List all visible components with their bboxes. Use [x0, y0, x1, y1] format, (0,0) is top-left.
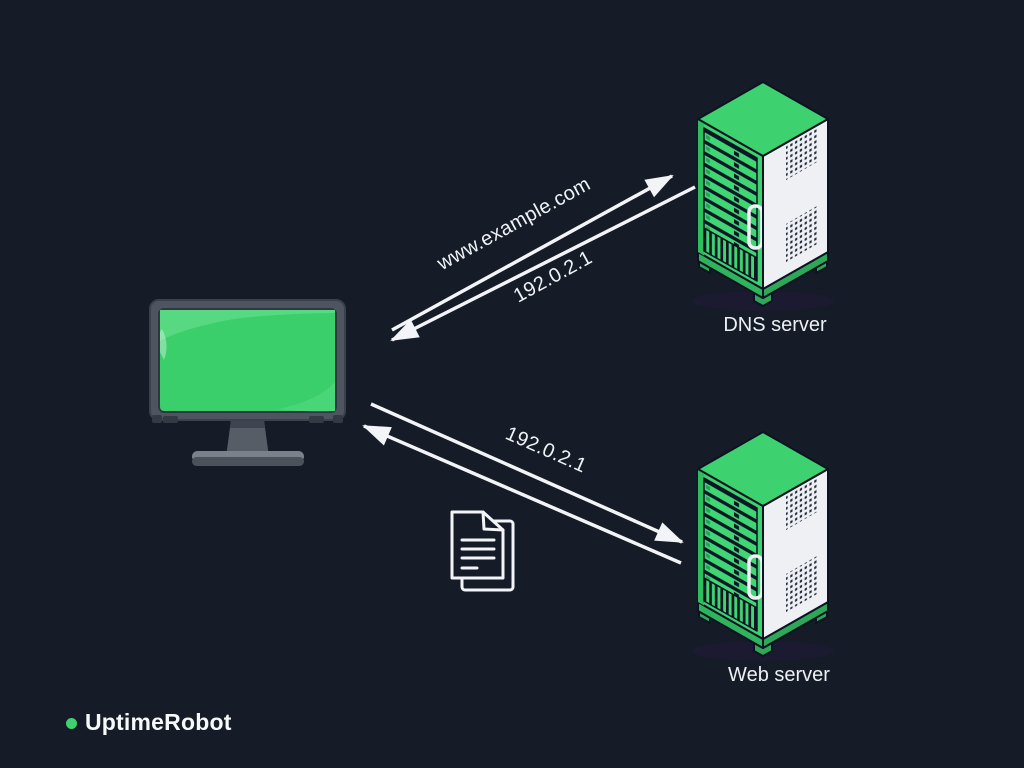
uptimerobot-logo: UptimeRobot [66, 710, 232, 734]
monitor-icon [149, 299, 346, 466]
web-server-label: Web server [728, 664, 830, 686]
logo-text: UptimeRobot [85, 708, 232, 735]
dns-response-arrow [390, 185, 696, 342]
web-request-arrow [370, 402, 684, 544]
web-response-arrow [362, 424, 682, 565]
dns-request-arrow [391, 174, 674, 332]
logo-dot-icon [66, 717, 77, 729]
dns-server-icon [689, 80, 837, 313]
web-server-icon [689, 430, 837, 663]
document-icon [450, 510, 515, 592]
dns-server-label: DNS server [723, 314, 827, 336]
